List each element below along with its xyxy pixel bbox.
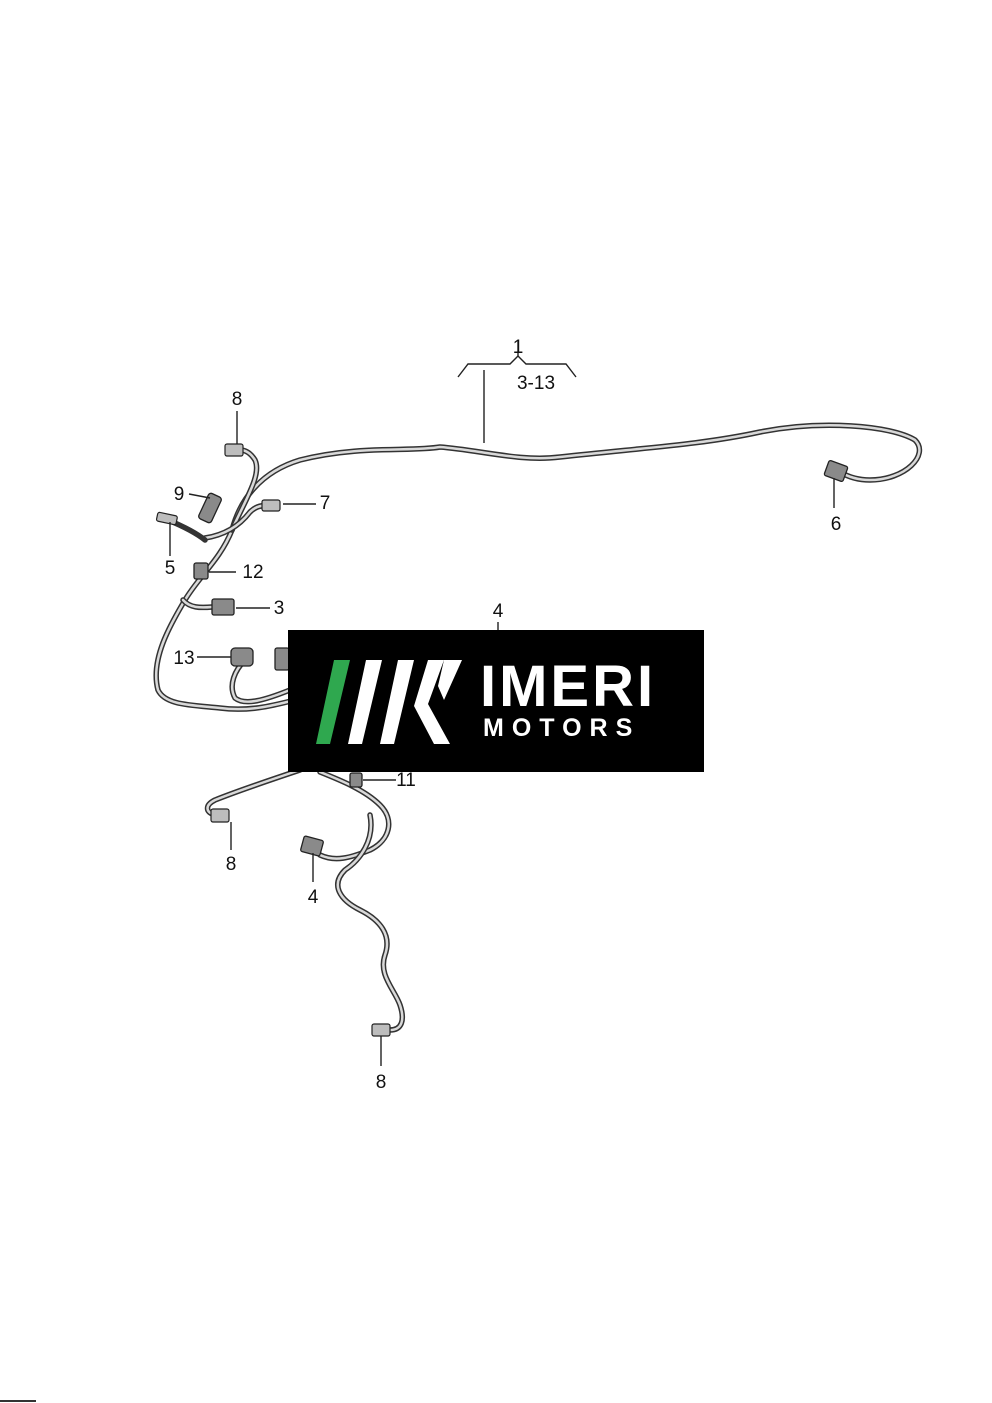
connector-8-bottom: [371, 1023, 391, 1037]
connector-4-top: [274, 647, 290, 671]
connector-3: [211, 598, 235, 616]
imeri-motors-logo: IMERI MOTORS: [288, 630, 704, 772]
callout-11: 11: [396, 770, 416, 791]
callout-3: 3: [274, 598, 285, 619]
connector-6: [823, 459, 849, 483]
wire-lower-left: [204, 767, 303, 818]
sleeve-9: [198, 492, 222, 524]
connector-4-bottom: [300, 835, 324, 857]
page-edge-rule: [0, 1400, 36, 1402]
callout-1: 1: [513, 337, 524, 358]
connectors: [155, 443, 849, 1037]
logo-green-stripe: [316, 660, 350, 744]
callout-labels: 1 3-13 8 9 7 6 5 12 3 4 13 11 8 4 8: [165, 337, 842, 1093]
connector-12: [193, 562, 209, 580]
connector-5: [155, 511, 178, 526]
callout-13: 13: [173, 648, 194, 669]
callout-1-range: 3-13: [517, 373, 555, 394]
callout-6: 6: [831, 514, 842, 535]
logo-stripes-icon: [316, 660, 462, 744]
callout-7: 7: [320, 493, 331, 514]
wire-trunk: [153, 527, 298, 712]
connector-7: [261, 499, 281, 512]
connector-11: [349, 772, 363, 788]
connector-13: [230, 647, 254, 667]
callout-9: 9: [174, 484, 185, 505]
logo-sub-text: MOTORS: [483, 714, 641, 742]
callout-8-bottom: 8: [376, 1072, 387, 1093]
connector-8-top: [224, 443, 244, 457]
callout-12: 12: [242, 562, 263, 583]
leader-lines: [169, 340, 835, 1066]
logo-brand-text: IMERI: [480, 654, 657, 719]
callout-8-top: 8: [232, 389, 243, 410]
callout-5: 5: [165, 558, 176, 579]
connector-8-left: [210, 808, 230, 823]
wire-top-branch: [229, 422, 923, 533]
callout-4-top: 4: [493, 601, 504, 622]
callout-4-bottom: 4: [308, 887, 319, 908]
callout-8-left: 8: [226, 854, 237, 875]
